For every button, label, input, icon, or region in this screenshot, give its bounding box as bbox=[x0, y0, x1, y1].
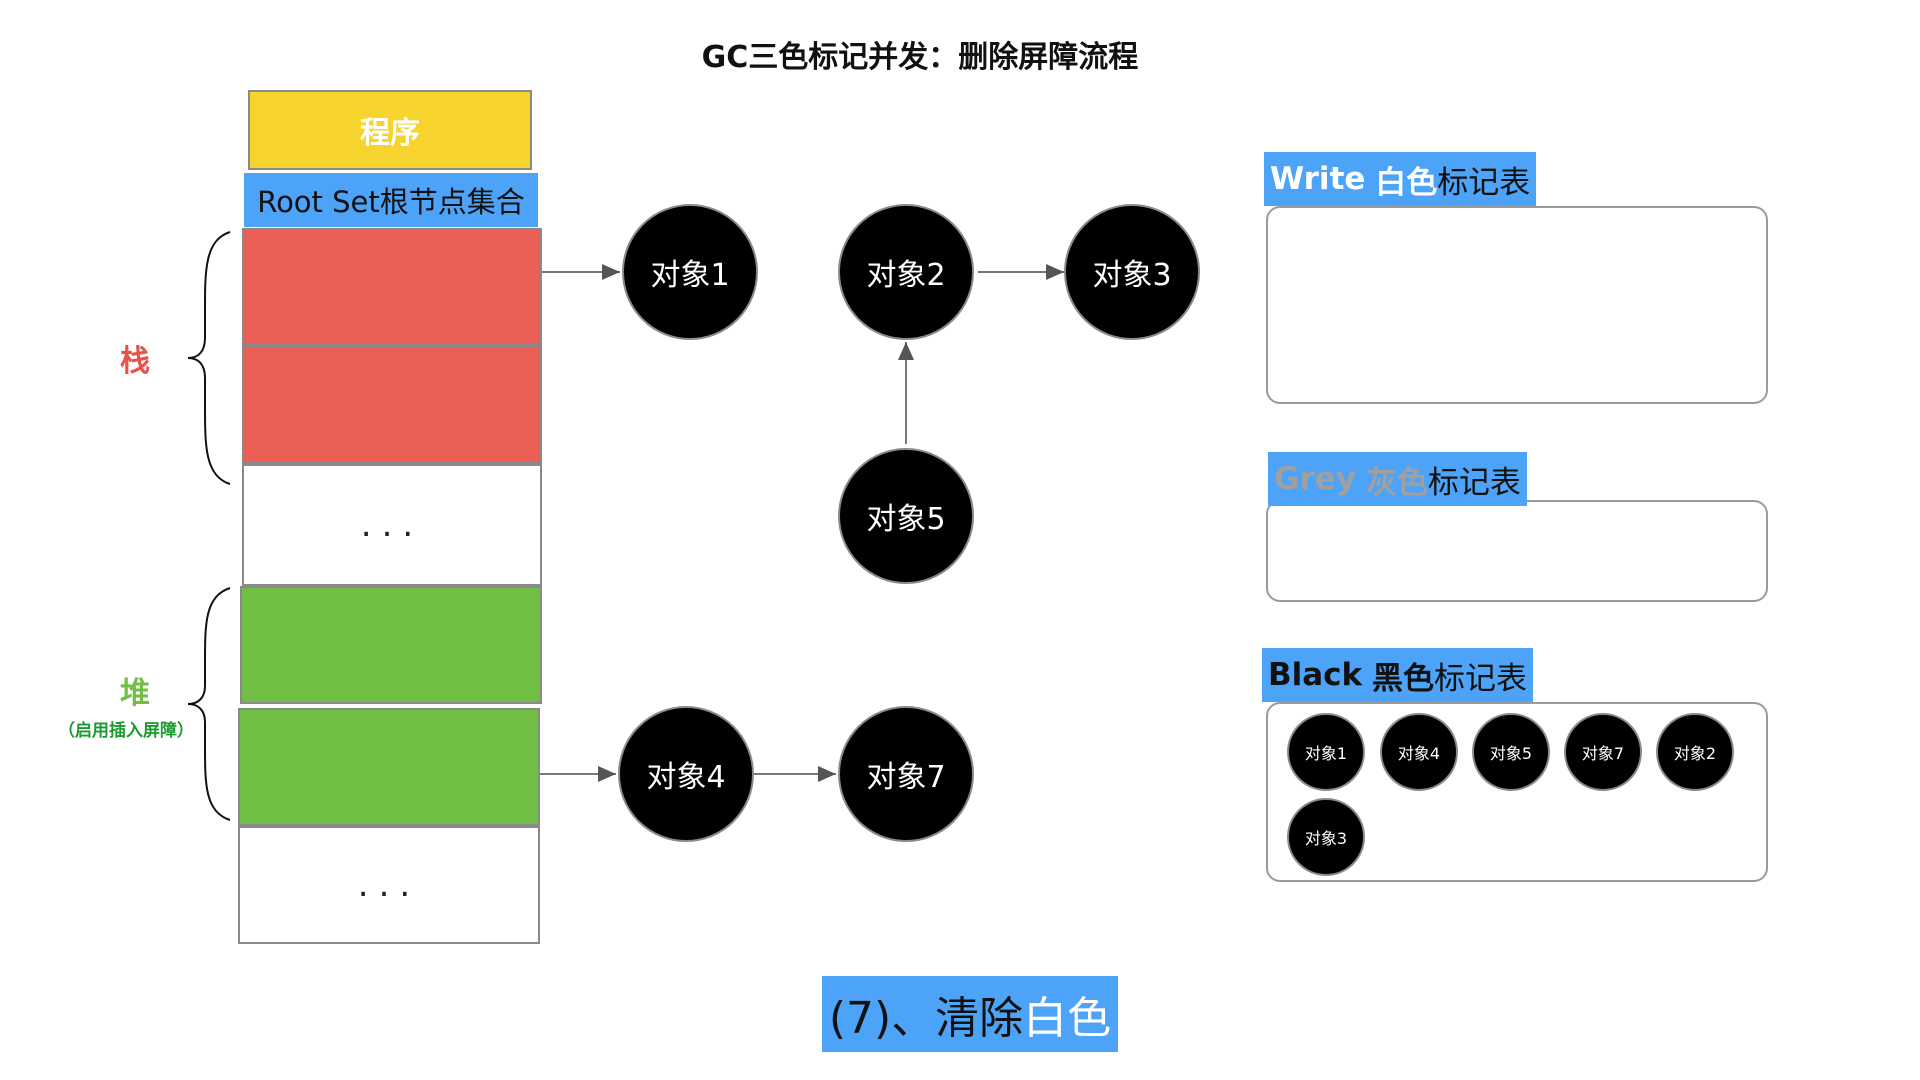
black-table-label: Black 黑色标记表 bbox=[1262, 648, 1534, 702]
black-item-obj1: 对象1 bbox=[1287, 713, 1365, 791]
node-obj2: 对象2 bbox=[838, 204, 974, 340]
black-table-name: Black bbox=[1268, 657, 1363, 693]
grey-table-suffix: 标记表 bbox=[1427, 464, 1521, 501]
heap-cell-2 bbox=[238, 708, 540, 826]
stack-label: 栈 bbox=[120, 344, 150, 379]
black-item-obj7: 对象7 bbox=[1564, 713, 1642, 791]
brace-icon bbox=[187, 587, 231, 821]
heap-sub-label: （启用插入屏障） bbox=[58, 721, 194, 741]
white-table-name: Write bbox=[1270, 161, 1366, 197]
node-obj1: 对象1 bbox=[622, 204, 758, 340]
program-box: 程序 bbox=[248, 90, 532, 170]
node-obj4: 对象4 bbox=[618, 706, 754, 842]
node-obj5: 对象5 bbox=[838, 448, 974, 584]
heap-ellipsis-cell: ... bbox=[238, 826, 540, 944]
white-table-color: 白色 bbox=[1375, 164, 1438, 201]
brace-icon bbox=[187, 231, 231, 485]
white-table-label: Write 白色标记表 bbox=[1264, 152, 1537, 206]
black-table-suffix: 标记表 bbox=[1434, 660, 1528, 697]
node-obj7: 对象7 bbox=[838, 706, 974, 842]
stack-cell-2 bbox=[242, 346, 542, 464]
heap-cell-1 bbox=[240, 586, 542, 704]
black-item-obj4: 对象4 bbox=[1380, 713, 1458, 791]
heap-label: 堆 bbox=[120, 676, 150, 711]
black-table-color: 黑色 bbox=[1372, 660, 1435, 697]
grey-table-name: Grey bbox=[1274, 461, 1356, 497]
grey-table-panel bbox=[1266, 500, 1768, 602]
step-caption: (7)、清除白色 bbox=[822, 976, 1118, 1052]
black-item-obj5: 对象5 bbox=[1472, 713, 1550, 791]
black-item-obj2: 对象2 bbox=[1656, 713, 1734, 791]
step-caption-prefix: (7)、清除 bbox=[828, 993, 1024, 1044]
stack-cell-1 bbox=[242, 228, 542, 346]
stack-ellipsis-cell: ... bbox=[242, 464, 542, 586]
white-table-panel bbox=[1266, 206, 1768, 404]
diagram-title: GC三色标记并发：删除屏障流程 bbox=[701, 40, 1139, 75]
grey-table-label: Grey 灰色标记表 bbox=[1268, 452, 1527, 506]
grey-table-color: 灰色 bbox=[1365, 464, 1428, 501]
white-table-suffix: 标记表 bbox=[1437, 164, 1531, 201]
black-item-obj3: 对象3 bbox=[1287, 798, 1365, 876]
node-obj3: 对象3 bbox=[1064, 204, 1200, 340]
rootset-label: Root Set根节点集合 bbox=[244, 173, 538, 227]
step-caption-highlight: 白色 bbox=[1023, 993, 1112, 1044]
